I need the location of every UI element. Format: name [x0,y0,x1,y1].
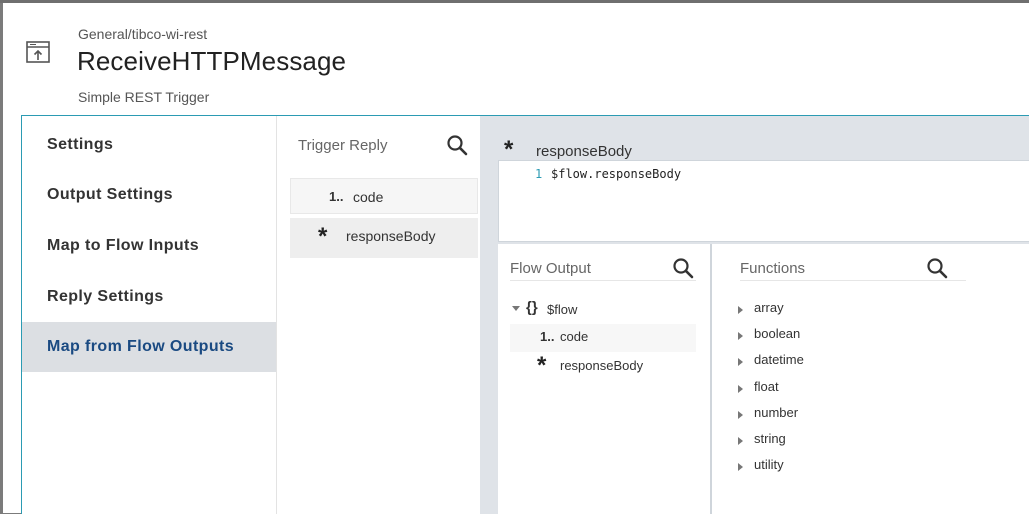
tree-node-responsebody[interactable]: * responseBody [510,354,696,380]
chevron-right-icon[interactable] [738,306,743,314]
expression-editor[interactable]: 1 $flow.responseBody [498,160,1029,242]
chevron-right-icon[interactable] [738,358,743,366]
function-category-array[interactable]: array [754,300,784,315]
trigger-reply-column: Trigger Reply 1.. code * responseBody [290,116,478,514]
search-icon[interactable] [926,257,948,279]
function-category-number[interactable]: number [754,405,799,420]
trigger-reply-field-responsebody[interactable]: * responseBody [290,218,478,258]
function-category-string[interactable]: string [754,431,786,446]
divider [740,280,966,281]
line-number: 1 [535,167,543,181]
chevron-right-icon[interactable] [738,463,743,471]
functions-panel: Functions array boolean datetime float n… [712,244,1029,514]
field-label: code [353,189,384,205]
function-category-datetime[interactable]: datetime [754,352,804,367]
trigger-icon [26,41,50,63]
tree-node-label: responseBody [560,358,644,373]
any-type-icon: * [318,223,328,250]
function-category-float[interactable]: float [754,379,779,394]
nav-item-map-from-flow-outputs[interactable]: Map from Flow Outputs [22,322,276,372]
nav-item-reply-settings[interactable]: Reply Settings [47,288,164,305]
function-category-boolean[interactable]: boolean [754,326,801,341]
search-icon[interactable] [672,257,694,279]
trigger-type-label: Simple REST Trigger [78,89,210,105]
chevron-right-icon[interactable] [738,332,743,340]
chevron-down-icon[interactable] [512,306,520,311]
object-type-icon: {} [526,299,538,316]
nav-item-settings[interactable]: Settings [47,136,114,153]
number-type-icon: 1.. [329,189,344,204]
any-type-icon: * [537,352,547,379]
flow-output-panel: Flow Output {} $flow 1.. code * re [498,244,712,514]
tree-node-flow[interactable]: {} $flow [510,299,696,326]
divider [510,280,696,281]
required-icon: * [504,136,514,163]
mapping-area: Settings Output Settings Map to Flow Inp… [21,115,1029,514]
function-category-utility[interactable]: utility [754,457,784,472]
trigger-config-panel: General/tibco-wi-rest ReceiveHTTPMessage… [3,3,1029,514]
settings-sidebar: Settings Output Settings Map to Flow Inp… [22,116,277,514]
field-label: responseBody [346,228,436,244]
page-title: ReceiveHTTPMessage [77,46,347,76]
trigger-reply-field-code[interactable]: 1.. code [290,178,478,214]
panel-header: General/tibco-wi-rest ReceiveHTTPMessage… [3,3,1029,115]
breadcrumb: General/tibco-wi-rest [78,26,208,42]
nav-item-map-to-flow-inputs[interactable]: Map to Flow Inputs [47,237,200,254]
search-icon[interactable] [446,134,468,156]
mapped-field-name: responseBody [536,143,632,160]
trigger-reply-header: Trigger Reply [298,137,388,154]
number-type-icon: 1.. [540,329,555,344]
tree-node-label: $flow [547,302,578,317]
chevron-right-icon[interactable] [738,437,743,445]
nav-item-output-settings[interactable]: Output Settings [47,186,173,203]
window-top-edge [0,0,1029,3]
tree-node-code[interactable]: 1.. code [510,324,696,352]
tree-node-label: code [560,329,589,344]
chevron-right-icon[interactable] [738,385,743,393]
flow-output-header: Flow Output [510,260,591,277]
functions-header: Functions [740,260,806,277]
mapper-area: * responseBody 1 $flow.responseBody Flow… [480,116,1029,514]
expression-text[interactable]: $flow.responseBody [551,167,682,181]
chevron-right-icon[interactable] [738,411,743,419]
